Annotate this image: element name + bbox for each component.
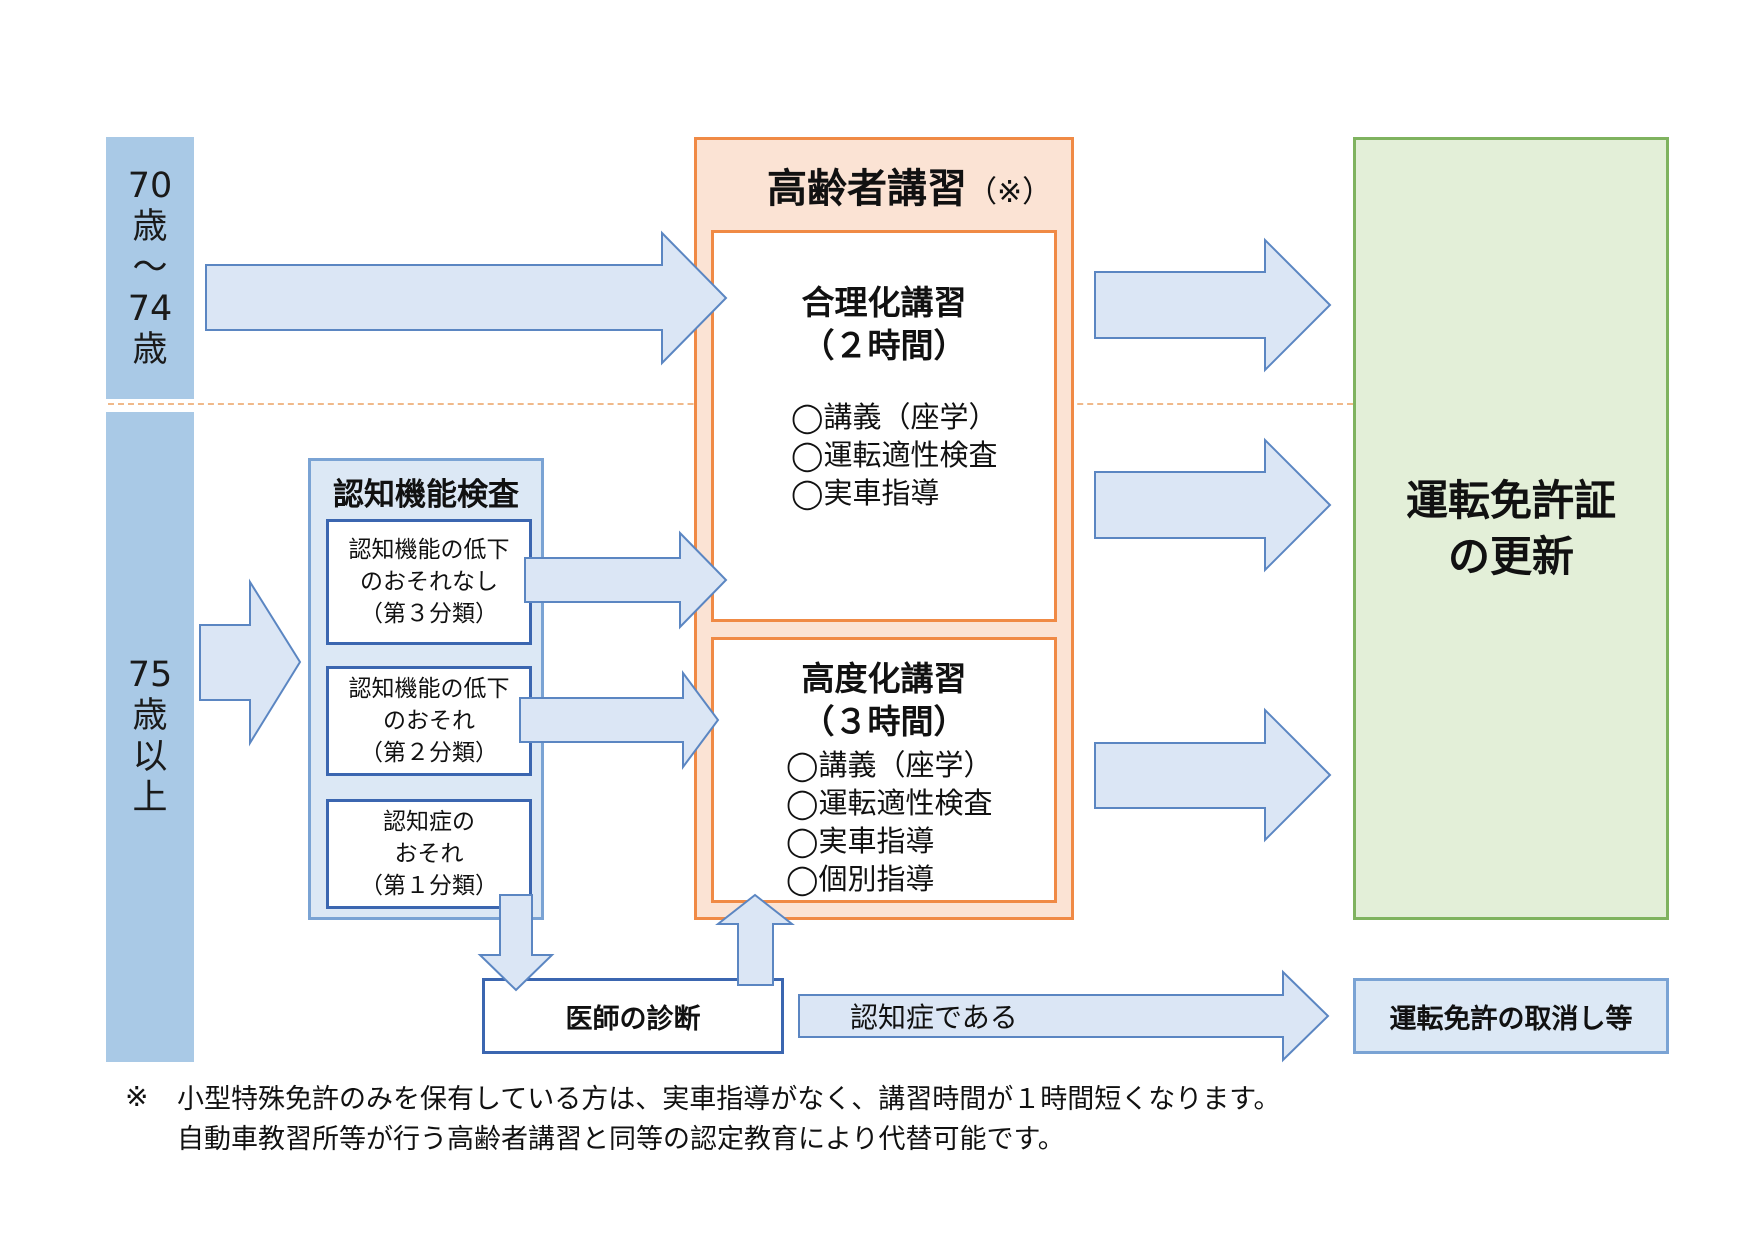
course-item: ◯実車指導 (786, 824, 935, 858)
category-line: のおそれ (383, 708, 475, 734)
advanced-course-box: 高度化講習 （３時間） ◯講義（座学） ◯運転適性検査 ◯実車指導 ◯個別指導 (711, 637, 1057, 903)
age-line: 歳 (132, 329, 168, 370)
footnote-line: 自動車教習所等が行う高齢者講習と同等の認定教育により代替可能です。 (177, 1124, 1065, 1155)
elderly-course-title-text: 高齢者講習 (767, 166, 967, 212)
elderly-course-panel: 高齢者講習（※） 合理化講習 （２時間） ◯講義（座学） ◯運転適性検査 ◯実車… (694, 137, 1074, 920)
course-item: ◯個別指導 (786, 862, 935, 896)
category-line: （第１分類） (360, 873, 498, 899)
arrow-doctor-to-advanced (715, 893, 795, 986)
doctor-diagnosis-label: 医師の診断 (565, 1003, 701, 1035)
age-line: 上 (132, 778, 168, 818)
cognitive-category-1-box: 認知症の おそれ （第１分類） (326, 799, 532, 909)
course-item: ◯実車指導 (791, 476, 940, 510)
dementia-label: 認知症である (850, 1001, 1018, 1034)
elderly-course-title: 高齢者講習（※） (767, 156, 1067, 214)
streamlined-course-items: ◯講義（座学） ◯運転適性検査 ◯実車指導 (791, 398, 997, 512)
category-line: （第２分類） (360, 740, 498, 766)
age-line: 〜 (132, 247, 168, 288)
arrow-category2-to-advanced (519, 669, 720, 771)
age-group-70-74: 70 歳 〜 74 歳 (106, 137, 194, 399)
category-line: おそれ (394, 841, 464, 867)
arrow-category3-to-streamlined (524, 530, 728, 630)
arrow-streamlined-to-renewal (1094, 237, 1332, 373)
age-group-75-plus: 75 歳 以 上 (106, 412, 194, 1062)
arrow-age70-to-streamlined (205, 230, 728, 366)
arrow-advanced-to-renewal (1094, 707, 1332, 843)
license-revocation-box: 運転免許の取消し等 (1353, 978, 1669, 1054)
streamlined-course-title: 合理化講習 (801, 283, 967, 322)
arrow-mid-to-renewal (1094, 437, 1332, 573)
course-item: ◯講義（座学） (791, 400, 998, 434)
renewal-line: 運転免許証 (1405, 475, 1616, 525)
doctor-diagnosis-box: 医師の診断 (482, 978, 784, 1054)
course-item: ◯講義（座学） (786, 748, 993, 782)
arrow-age75-to-cognitive-test (199, 578, 302, 747)
footnote-line: 小型特殊免許のみを保有している方は、実車指導がなく、講習時間が１時間短くなります… (177, 1084, 1281, 1115)
arrow-category1-to-doctor (477, 894, 555, 992)
category-line: 認知症の (383, 809, 475, 835)
age-line: 歳 (132, 206, 168, 247)
advanced-course-title: 高度化講習 (801, 659, 967, 698)
category-line: （第３分類） (360, 601, 498, 627)
cognitive-test-title: 認知機能検査 (333, 477, 519, 513)
category-line: 認知機能の低下 (348, 537, 510, 563)
category-line: 認知機能の低下 (348, 676, 510, 702)
renewal-line: の更新 (1447, 531, 1574, 581)
footnote-mark: ※ (125, 1080, 149, 1113)
advanced-course-items: ◯講義（座学） ◯運転適性検査 ◯実車指導 ◯個別指導 (786, 746, 992, 898)
age-line: 75 (127, 655, 173, 695)
age-line: 歳 (132, 696, 168, 736)
elderly-course-title-note: （※） (967, 175, 1053, 210)
age-line: 74 (127, 288, 173, 329)
age-line: 70 (127, 165, 173, 206)
age-line: 以 (132, 737, 168, 777)
advanced-course-duration: （３時間） (801, 702, 967, 741)
category-line: のおそれなし (360, 569, 498, 595)
cognitive-test-panel: 認知機能検査 認知機能の低下 のおそれなし （第３分類） 認知機能の低下 のおそ… (308, 458, 544, 920)
license-renewal-box: 運転免許証 の更新 (1353, 137, 1669, 920)
cognitive-category-3-box: 認知機能の低下 のおそれなし （第３分類） (326, 519, 532, 645)
streamlined-course-duration: （２時間） (801, 326, 967, 365)
course-item: ◯運転適性検査 (786, 786, 993, 820)
course-item: ◯運転適性検査 (791, 438, 998, 472)
revocation-label: 運転免許の取消し等 (1389, 1003, 1633, 1035)
arrow-dementia-to-revocation (798, 969, 1330, 1063)
footnote: 小型特殊免許のみを保有している方は、実車指導がなく、講習時間が１時間短くなります… (177, 1080, 1281, 1160)
streamlined-course-box: 合理化講習 （２時間） ◯講義（座学） ◯運転適性検査 ◯実車指導 (711, 230, 1057, 622)
